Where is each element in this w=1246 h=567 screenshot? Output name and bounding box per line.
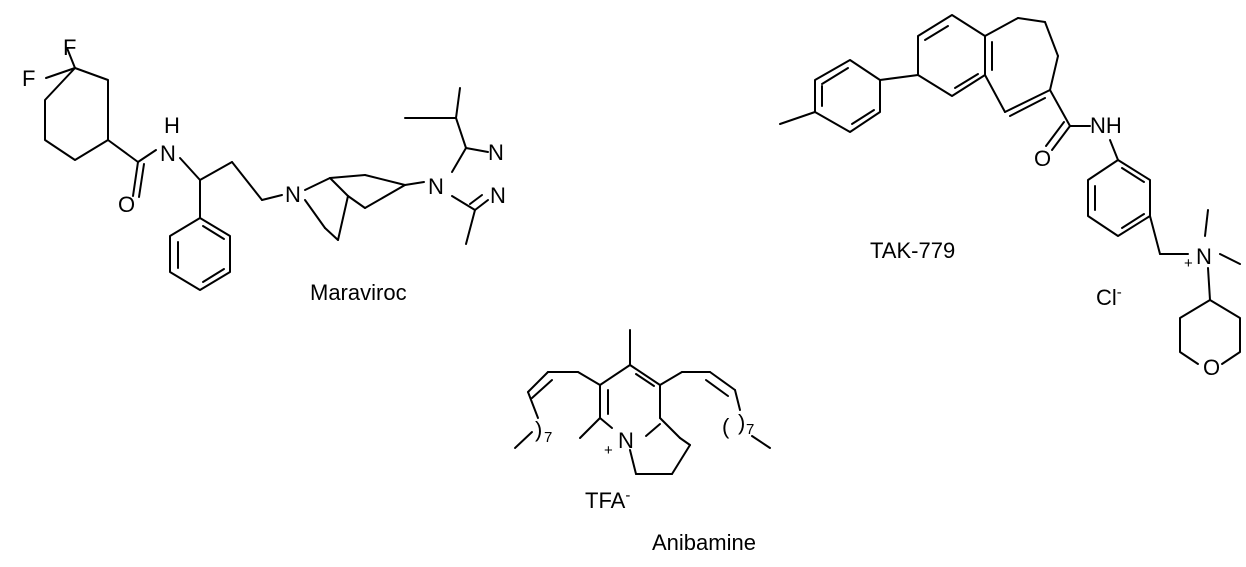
tak779-carbonyl-oxygen-label: O [1034, 146, 1051, 171]
right-alkenyl-chain [659, 371, 771, 449]
triazole-ring-nitrogen-2-label: N [490, 183, 506, 208]
amide-hydrogen-label: H [164, 113, 180, 138]
maraviroc-name: Maraviroc [310, 280, 407, 305]
pyran-oxygen-label: O [1203, 355, 1220, 380]
quaternary-nitrogen-label: N [1196, 244, 1212, 269]
tfa-counterion-label: TFA- [585, 487, 630, 513]
chloride-counterion-label: Cl- [1096, 284, 1122, 310]
triazole-ring-nitrogen-1-label: N [488, 140, 504, 165]
phenyl-ring [169, 179, 231, 291]
phenylene-ring [1087, 139, 1189, 255]
tak779-name: TAK-779 [870, 238, 955, 263]
pyrrolidine-ring [629, 437, 691, 475]
pyridinium-ring [599, 329, 681, 439]
amide-nitrogen-label: N [160, 141, 176, 166]
quaternary-charge-label: + [1184, 255, 1193, 272]
bicyclic-nitrogen-label: N [285, 182, 301, 207]
difluorocyclohexane-ring [44, 47, 109, 161]
pyridinium-nitrogen-label: N [618, 428, 634, 453]
tetrahydropyran-ring [1179, 299, 1241, 365]
tak779-amide [1045, 89, 1091, 151]
right-chain-paren-close: ) [738, 410, 745, 435]
left-chain-paren: ) [535, 417, 542, 442]
triazole-nitrogen-label: N [428, 174, 444, 199]
right-chain-paren-open: ( [722, 414, 730, 439]
anibamine-name: Anibamine [652, 530, 756, 555]
propyl-chain [179, 157, 283, 201]
left-alkenyl-chain [514, 371, 601, 449]
right-chain-count: 7 [746, 421, 754, 438]
quaternary-ammonium [1204, 209, 1241, 301]
triazole-ring [404, 87, 489, 245]
tolyl-ring [779, 59, 881, 133]
fluorine-1-label: F [63, 35, 76, 60]
tak779-structure: NH O N + O TAK-779 Cl- [779, 14, 1241, 380]
carbonyl-oxygen-label: O [118, 192, 135, 217]
pyridinium-charge-label: + [604, 442, 613, 459]
anibamine-structure: N + ) 7 ( ) 7 TFA- Anibamine [514, 329, 771, 555]
amide-group [107, 139, 157, 198]
benzocycloheptene-system [879, 14, 1059, 117]
left-chain-count: 7 [544, 429, 552, 446]
fluorine-2-label: F [22, 66, 35, 91]
maraviroc-structure: F F H N O N N N N Maraviroc [22, 35, 506, 305]
amide-nh-label: NH [1090, 113, 1122, 138]
azabicyclic-system [304, 174, 406, 241]
